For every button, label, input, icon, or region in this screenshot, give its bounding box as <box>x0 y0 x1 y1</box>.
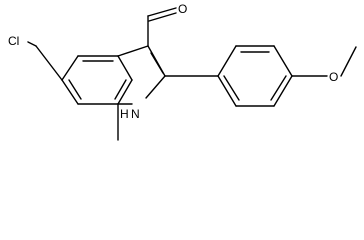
chemical-structure: Cl O O H N <box>8 2 357 141</box>
chloro-label: Cl <box>8 34 19 48</box>
double-bond-inner <box>68 79 82 100</box>
bond <box>27 41 37 47</box>
double-bond-inner <box>223 75 240 101</box>
bond <box>117 79 133 105</box>
methoxyphenyl-ring <box>217 45 293 107</box>
double-bond-inner <box>148 12 177 22</box>
bond <box>273 45 293 77</box>
indole-nh-h-label: H <box>120 107 129 121</box>
bond <box>117 55 133 81</box>
bond <box>340 46 357 77</box>
bond <box>61 79 79 105</box>
double-bond-inner <box>114 79 127 100</box>
indole-nitrogen-label: N <box>131 107 140 121</box>
aldehyde-oxygen-label: O <box>178 2 187 16</box>
double-bond-inner <box>150 52 164 74</box>
pyrrole-ring <box>117 45 166 105</box>
methoxy-oxygen-label: O <box>329 70 338 84</box>
bond <box>147 7 177 17</box>
bond <box>145 75 166 99</box>
bond <box>61 55 79 81</box>
benzo-ring <box>61 55 133 105</box>
bond <box>217 75 237 107</box>
bond <box>217 45 237 77</box>
aldehyde-group <box>147 7 177 47</box>
bond <box>117 45 149 57</box>
bond <box>35 45 63 81</box>
bond <box>273 75 293 107</box>
double-bond-inner <box>270 75 287 101</box>
